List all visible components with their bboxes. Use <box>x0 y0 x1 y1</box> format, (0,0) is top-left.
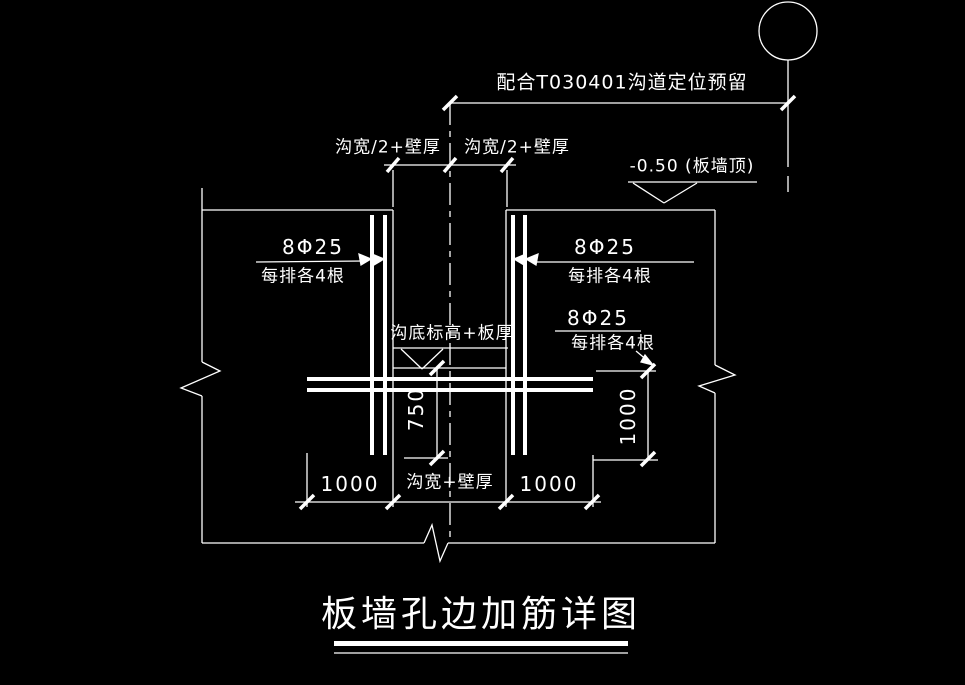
rebar-horizontal-spec-label: 8Φ25 <box>567 306 629 330</box>
bottom-dim-middle-label: 沟宽+壁厚 <box>406 472 494 493</box>
top-note-label: 配合T030401沟道定位预留 <box>496 71 748 94</box>
extension-dimension-right <box>592 362 658 507</box>
rebar-right-leader <box>512 252 694 267</box>
wall-section-outline <box>179 188 737 564</box>
trench-bottom-level-symbol <box>393 347 508 370</box>
rebar-right-spec-label: 8Φ25 <box>574 235 636 259</box>
rebar-left-leader <box>255 252 386 267</box>
rebar-right-note-label: 每排各4根 <box>568 266 652 287</box>
dim-half-width-left-label: 沟宽/2+壁厚 <box>335 137 441 158</box>
drawing-title: 板墙孔边加筋详图 <box>320 594 642 635</box>
bottom-dim-right-label: 1000 <box>519 472 579 496</box>
grid-axis-bubble <box>758 1 818 192</box>
rebar-horizontal-leader <box>555 330 655 367</box>
dim-half-width-right-label: 沟宽/2+壁厚 <box>464 137 570 158</box>
vertical-rebar-right-pair <box>511 215 527 455</box>
title-underline <box>334 641 628 654</box>
horizontal-rebar-pair <box>307 377 593 392</box>
extension-dim-right-label: 1000 <box>616 386 640 446</box>
top-offset-dimension <box>441 94 797 112</box>
trench-bottom-level-label: 沟底标高+板厚 <box>390 323 514 344</box>
rebar-horizontal-note-label: 每排各4根 <box>571 333 655 354</box>
trench-width-dimension <box>384 156 516 207</box>
bottom-dimension-chain <box>295 368 601 511</box>
wall-top-level-label: -0.50 (板墙顶) <box>629 156 755 177</box>
embed-depth-dim-label: 750 <box>404 386 428 432</box>
rebar-left-spec-label: 8Φ25 <box>282 235 344 259</box>
embed-depth-dimension <box>404 359 448 467</box>
rebar-left-note-label: 每排各4根 <box>261 266 345 287</box>
wall-top-level-symbol <box>628 181 757 204</box>
vertical-rebar-left-pair <box>370 215 387 455</box>
bottom-dim-left-label: 1000 <box>320 472 380 496</box>
